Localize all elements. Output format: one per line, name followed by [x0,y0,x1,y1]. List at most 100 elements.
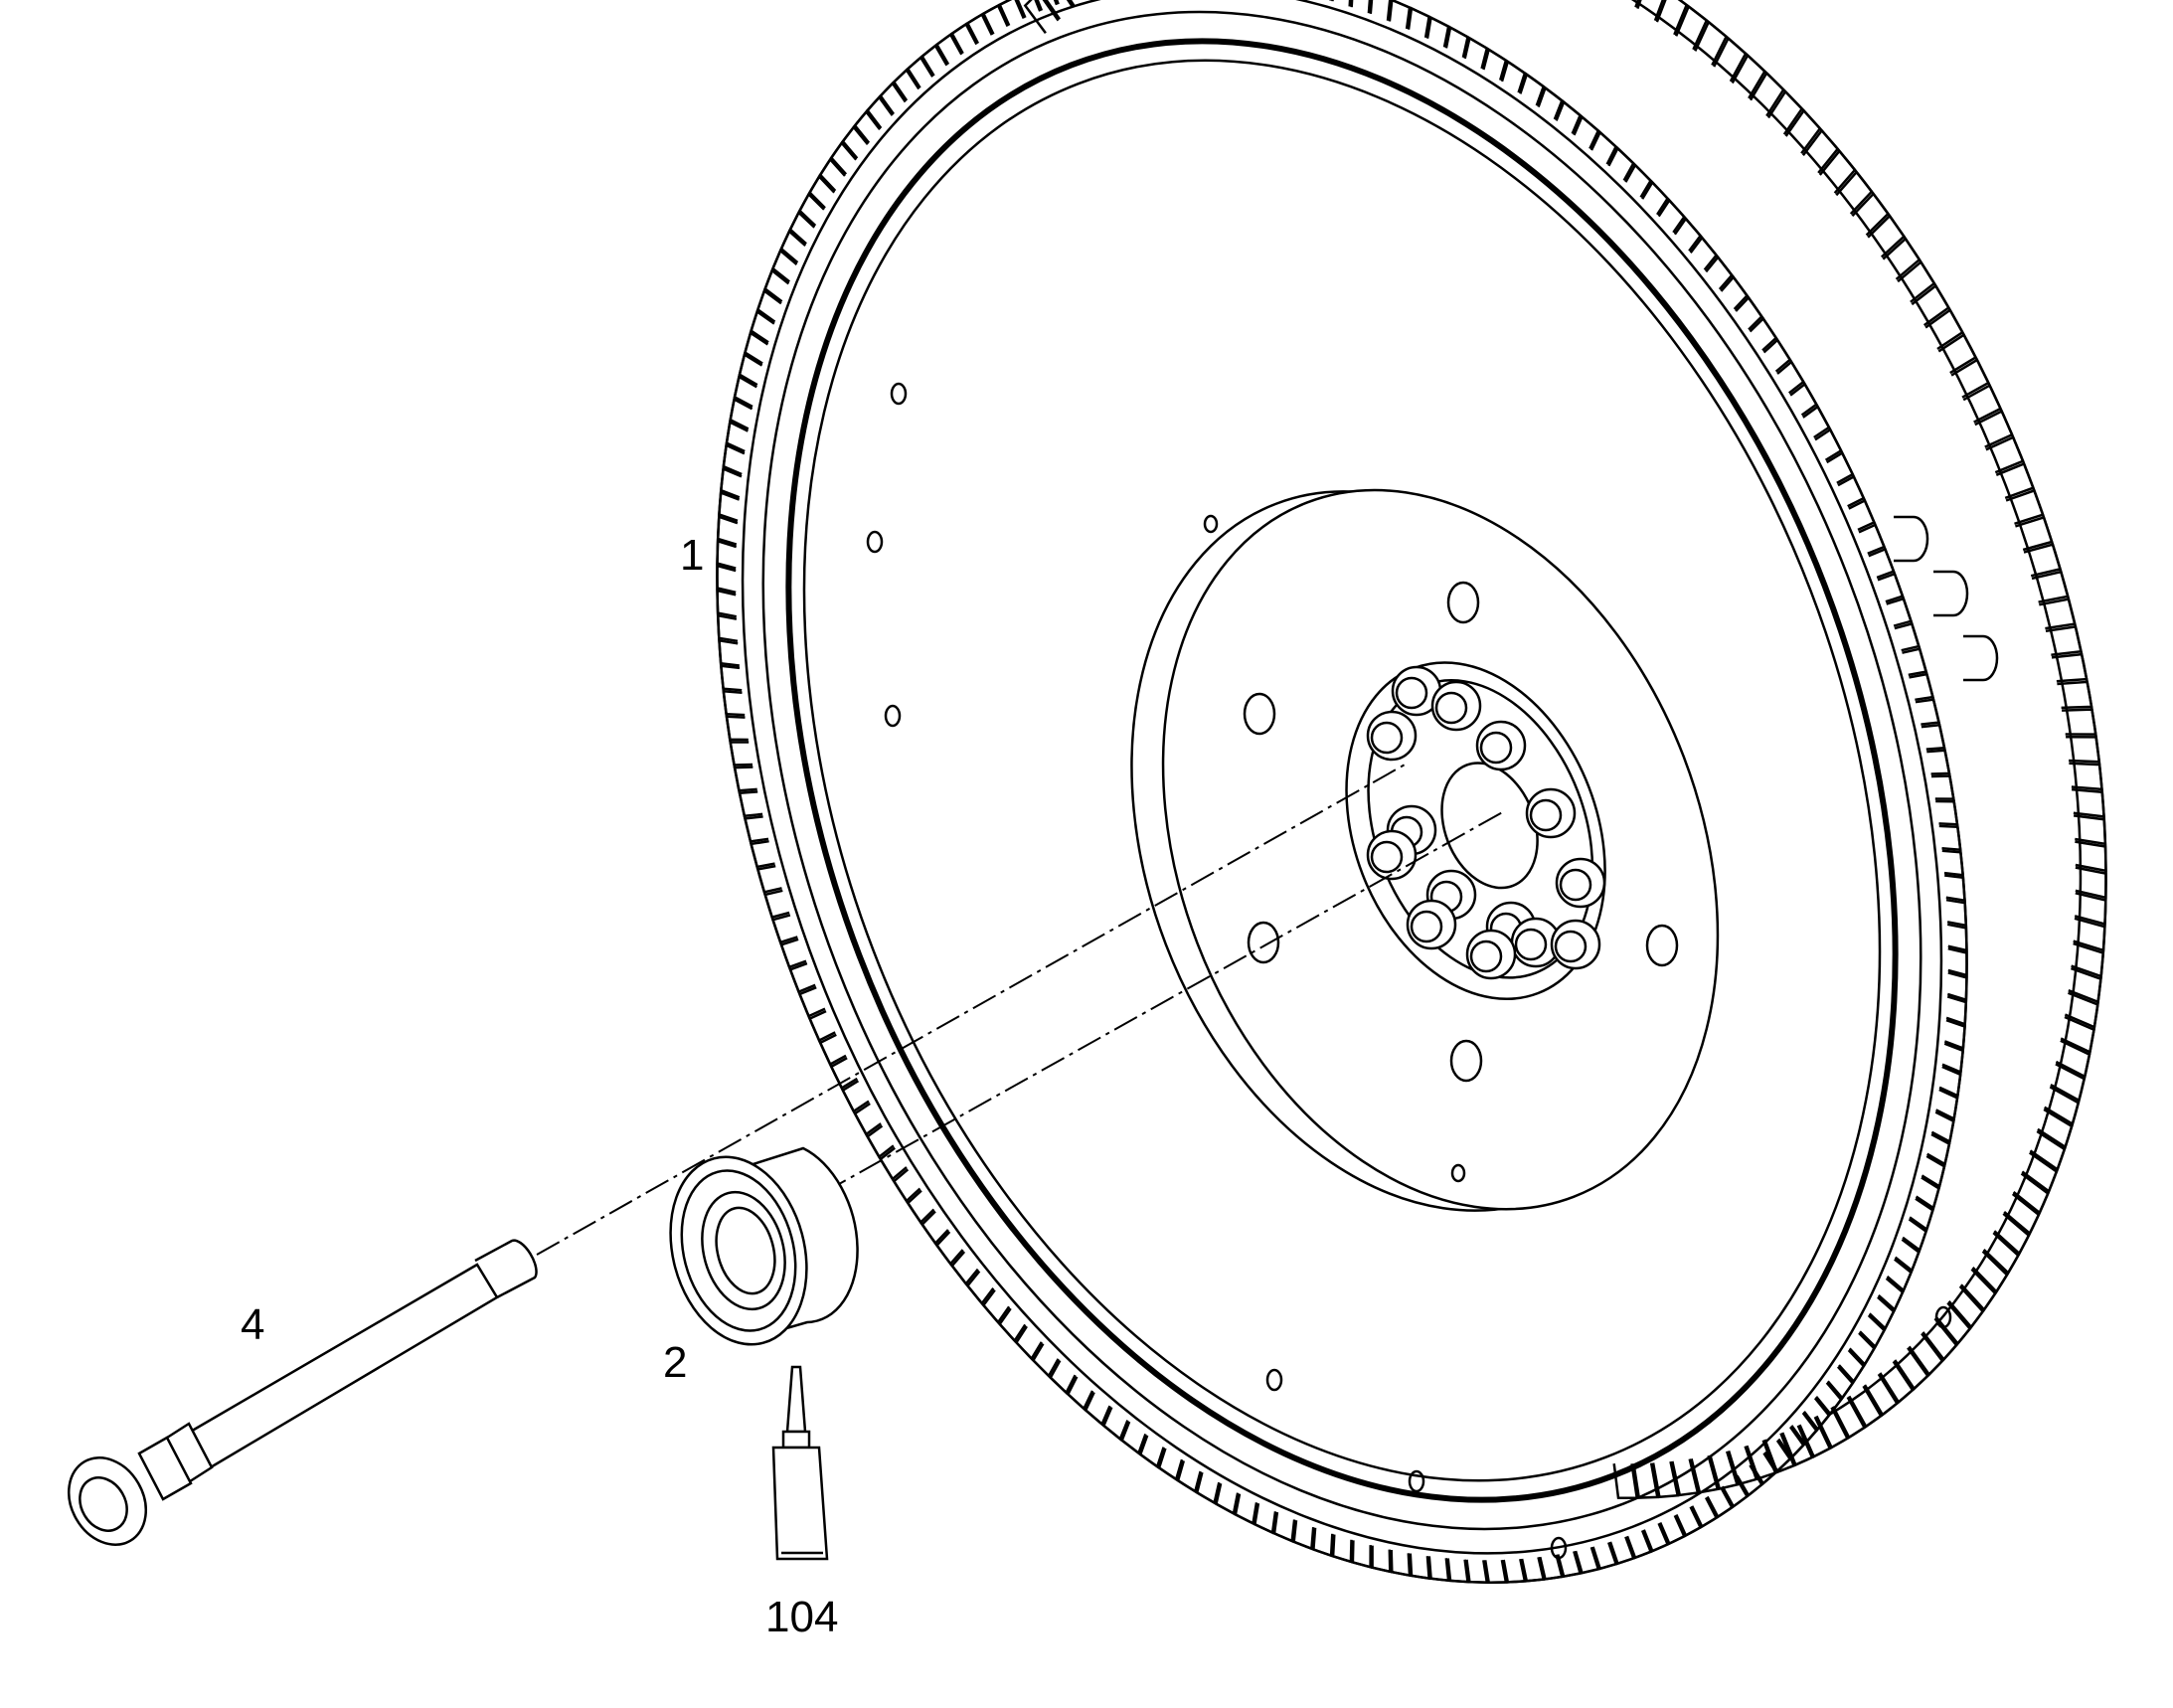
gear-tooth [1930,1110,1955,1144]
gear-tooth [1902,647,1928,677]
gear-tooth [1848,1332,1876,1367]
gear-tooth [1962,383,2003,424]
gear-tooth [1612,1463,1639,1499]
gear-tooth [1935,1088,1959,1121]
gear-tooth [1120,1421,1147,1455]
gear-tooth [853,109,882,144]
gear-tooth [1016,0,1042,19]
gear-tooth [1641,180,1670,216]
bearing-outer-race [680,1169,797,1332]
sealant-tube [771,1365,829,1561]
gear-tooth [998,1307,1027,1343]
gear-tooth [965,12,993,45]
gear-tooth [1272,1511,1296,1543]
gear-tooth [2021,1151,2059,1194]
gear-tooth [1023,0,1060,35]
gear-tooth [1636,0,1665,22]
gear-tooth [2066,735,2101,764]
gear-tooth [892,68,920,101]
face-hole [1408,1469,1425,1493]
gear-tooth [1798,1416,1832,1458]
gear-tooth [1982,1232,2020,1276]
flywheel-rim-edge [761,10,1922,1531]
gear-tooth [1331,1534,1353,1564]
gear-tooth [1659,1514,1686,1546]
gear-tooth [1995,461,2036,500]
gear-tooth [1735,295,1763,331]
hub-bolt [1430,680,1482,732]
gear-tooth [763,889,790,920]
gear-tooth [808,174,836,209]
gear-tooth [1574,1546,1600,1575]
bearing [669,1146,859,1346]
bolt-head [1933,570,1969,617]
flange-hole [1243,692,1276,736]
gear-tooth [1762,338,1792,373]
hub-bolt [1465,929,1517,980]
gear-tooth [1943,1019,1966,1051]
gear-tooth [1651,1460,1680,1499]
gear-tooth [1691,1496,1719,1529]
gear-tooth [1657,198,1686,234]
flywheel-rim-groove [785,38,1899,1503]
gear-tooth [1946,923,1968,952]
gear-tooth [722,689,746,717]
gear-tooth [1959,1268,1997,1312]
gear-tooth [1675,4,1709,51]
gear-tooth [1848,1385,1883,1429]
gear-tooth [1868,547,1896,580]
callout-104: 104 [765,1593,838,1641]
gear-tooth [1945,898,1968,928]
gear-tooth [1589,130,1618,165]
gear-tooth [1573,114,1600,150]
gear-tooth [1409,1553,1430,1581]
gear-tooth [1555,99,1583,134]
gear-tooth [1859,1314,1887,1349]
hub-bolts [1366,665,1606,980]
gear-tooth [1390,1549,1412,1578]
callout-labels: 1 2 4 104 [241,531,838,1641]
gear-tooth [1763,1433,1796,1474]
gear-tooth [1922,1317,1958,1362]
hub-bolt [1475,720,1527,771]
gear-tooth [770,914,798,944]
gear-tooth [1292,1520,1315,1551]
ring-gear-teeth-front [716,0,1968,1584]
gear-tooth [841,1080,870,1113]
gear-tooth [1709,1451,1740,1490]
gear-tooth [1894,621,1921,652]
gear-tooth [1539,1554,1564,1581]
gear-tooth [1776,360,1805,395]
callout-2: 2 [663,1338,687,1387]
gear-tooth [1858,523,1887,555]
gear-tooth [2071,941,2105,978]
gear-tooth [719,664,743,692]
gear-tooth [2071,787,2105,818]
hub-bolt [1406,899,1457,950]
hub-bolt [1366,710,1418,762]
gear-tooth [1921,723,1946,751]
gear-tooth [2037,1108,2074,1149]
gear-tooth [1826,450,1855,484]
flange-holes [1203,514,1679,1183]
gear-tooth [750,839,775,869]
gear-tooth [1947,1285,1985,1329]
gear-tooth [1673,216,1703,253]
gear-tooth [788,961,816,994]
gear-tooth [1935,799,1959,826]
gear-tooth [892,1168,921,1203]
gear-tooth [729,397,753,430]
gear-tooth [1993,1212,2031,1256]
bolt [68,1239,538,1546]
gear-tooth [1520,1557,1546,1583]
gear-tooth [981,3,1009,35]
gear-tooth [1625,1529,1653,1560]
gear-tooth [1425,15,1450,48]
gear-tooth [1915,1176,1940,1211]
gear-tooth [1608,1536,1635,1566]
gear-tooth [1369,0,1392,21]
gear-tooth [829,140,858,176]
bearing-bore [715,1206,776,1295]
gear-tooth [1731,53,1766,99]
gear-tooth [1101,1407,1129,1442]
